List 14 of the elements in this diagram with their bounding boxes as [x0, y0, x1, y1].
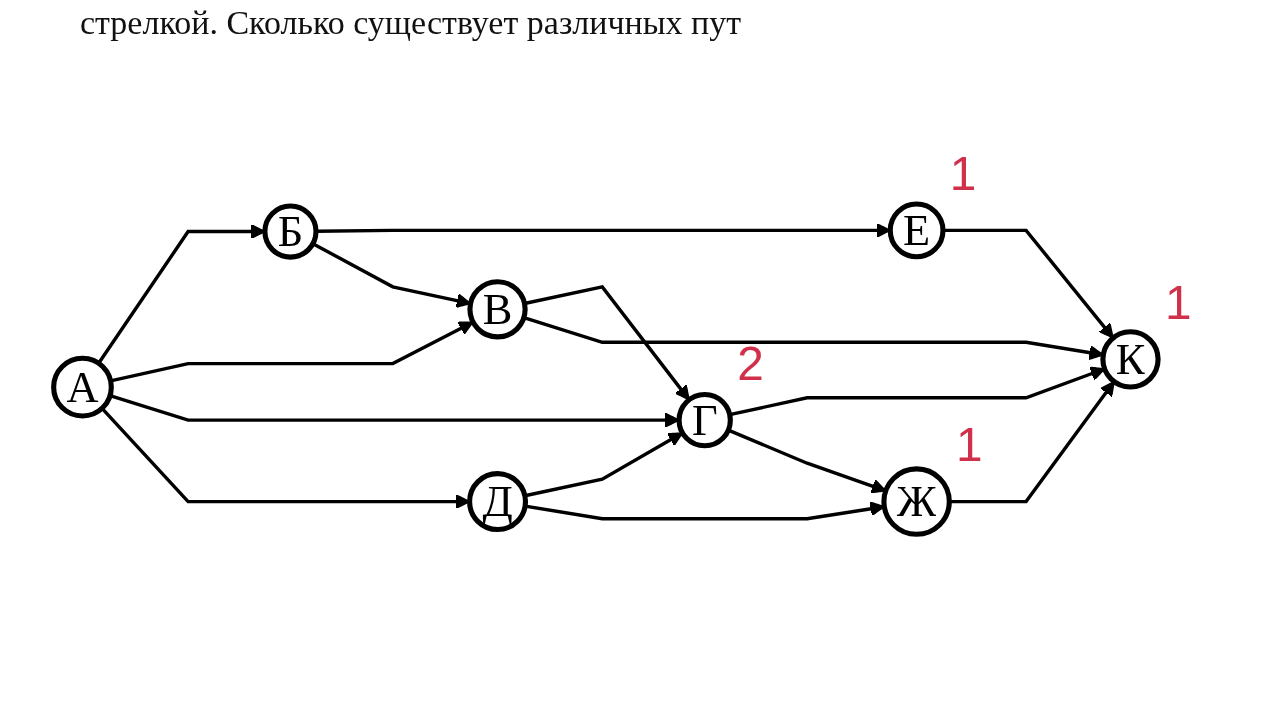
- vertex-circle: А: [51, 355, 114, 419]
- handwritten-number: 2: [737, 337, 764, 391]
- vertex-circle: В: [467, 279, 528, 340]
- vertex-circle: Г: [676, 391, 733, 449]
- vertex-circle: Ж: [881, 466, 952, 537]
- question-text: стрелкой. Сколько существует различных пут: [80, 4, 743, 42]
- handwritten-number: 1: [949, 147, 977, 201]
- vertex-circle: К: [1100, 329, 1161, 390]
- vertex-circle: Е: [887, 201, 946, 260]
- vertex-circle: Б: [262, 203, 319, 260]
- arrow: [949, 380, 1115, 504]
- vertex-circle: Д: [467, 471, 529, 533]
- handwritten-number: 1: [1164, 276, 1192, 330]
- handwritten-number: 1: [956, 418, 983, 472]
